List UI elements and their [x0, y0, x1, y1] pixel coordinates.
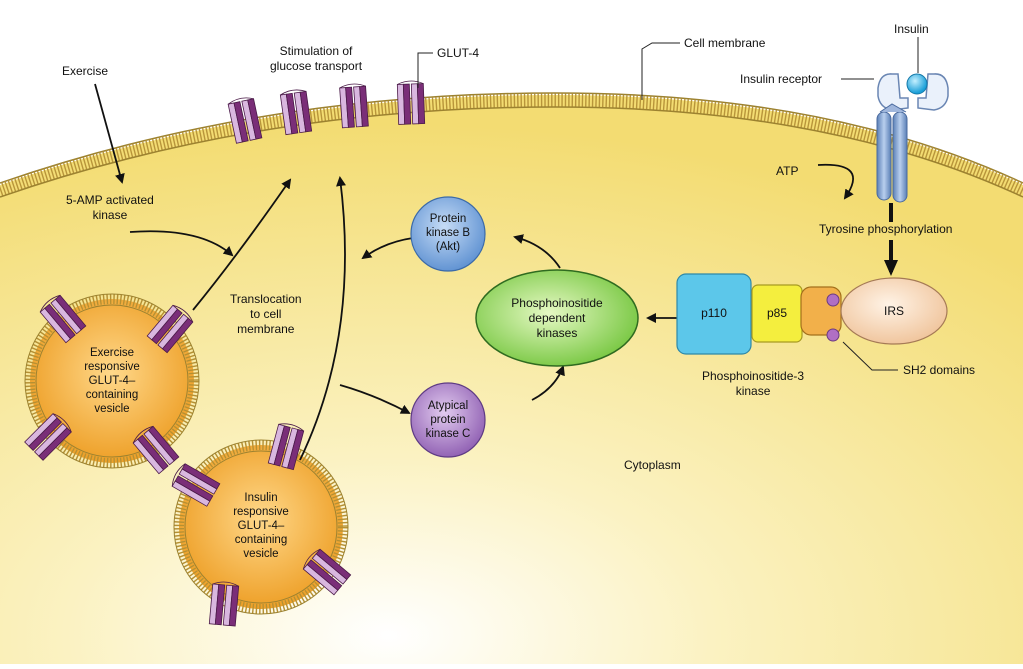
glut4-label: GLUT-4: [437, 46, 480, 60]
insulin-vesicle-glut4-2: [171, 463, 221, 507]
p110-label: p110: [701, 306, 727, 320]
insulin-receptor: [876, 73, 949, 203]
pi3k-label: Phosphoinositide-3 kinase: [702, 369, 805, 398]
pkb-label: Protein kinase B (Akt): [425, 213, 471, 253]
insulin-vesicle-label: Insulin responsive GLUT-4– containing ve…: [233, 492, 289, 560]
pdk-node-shape: [475, 269, 639, 367]
p85-label: p85: [766, 306, 788, 320]
sh2-domain-2: [826, 328, 840, 342]
insulin-vesicle: [173, 439, 349, 615]
sh2-domain-1: [826, 293, 840, 307]
leader-lines: [417, 37, 919, 371]
p110-shape: [676, 273, 752, 355]
pkb-node-shape: [410, 196, 486, 272]
exercise-vesicle-glut4-4: [132, 425, 180, 475]
membrane-glut4-2: [279, 89, 313, 136]
pdk-label: Phosphoinositide dependent kinases: [511, 296, 603, 340]
insulin-vesicle-glut4-4: [208, 581, 240, 627]
exercise-vesicle-glut4-3: [24, 413, 72, 461]
ampk-label: 5-AMP activated kinase: [66, 193, 154, 222]
insulin-label: Insulin: [894, 22, 929, 36]
insulin-vesicle-glut4-1: [267, 423, 305, 471]
membrane-glut4-4: [396, 80, 426, 125]
translocation-label: Translocation to cell membrane: [230, 292, 302, 336]
membrane-glut4-3: [339, 83, 369, 129]
membrane-glut4-1: [227, 97, 263, 144]
cytoplasm-label: Cytoplasm: [624, 458, 681, 472]
exercise-vesicle-label: Exercise responsive GLUT-4– containing v…: [84, 347, 140, 415]
membrane-glut4-group: [227, 80, 426, 144]
irs-node-shape: [840, 277, 948, 345]
exercise-label: Exercise: [62, 64, 109, 78]
exercise-vesicle-glut4-1: [39, 294, 87, 344]
apkc-node-shape: [410, 382, 486, 458]
insulin-molecule: [906, 73, 928, 95]
vesicle-glut4-group: [24, 294, 352, 627]
tyrosine-label: Tyrosine phosphorylation: [819, 222, 953, 236]
cell-membrane-label: Cell membrane: [684, 36, 766, 50]
insulin-vesicle-glut4-3: [302, 548, 352, 596]
stimulation-label: Stimulation of glucose transport: [270, 44, 363, 73]
irs-label: IRS: [883, 304, 904, 318]
apkc-label: Atypical protein kinase C: [425, 400, 471, 440]
exercise-vesicle-glut4-2: [146, 304, 194, 354]
atp-label: ATP: [776, 164, 799, 178]
insulin-receptor-label: Insulin receptor: [740, 72, 823, 86]
arrows: [94, 83, 855, 461]
sh2-label: SH2 domains: [903, 363, 976, 377]
